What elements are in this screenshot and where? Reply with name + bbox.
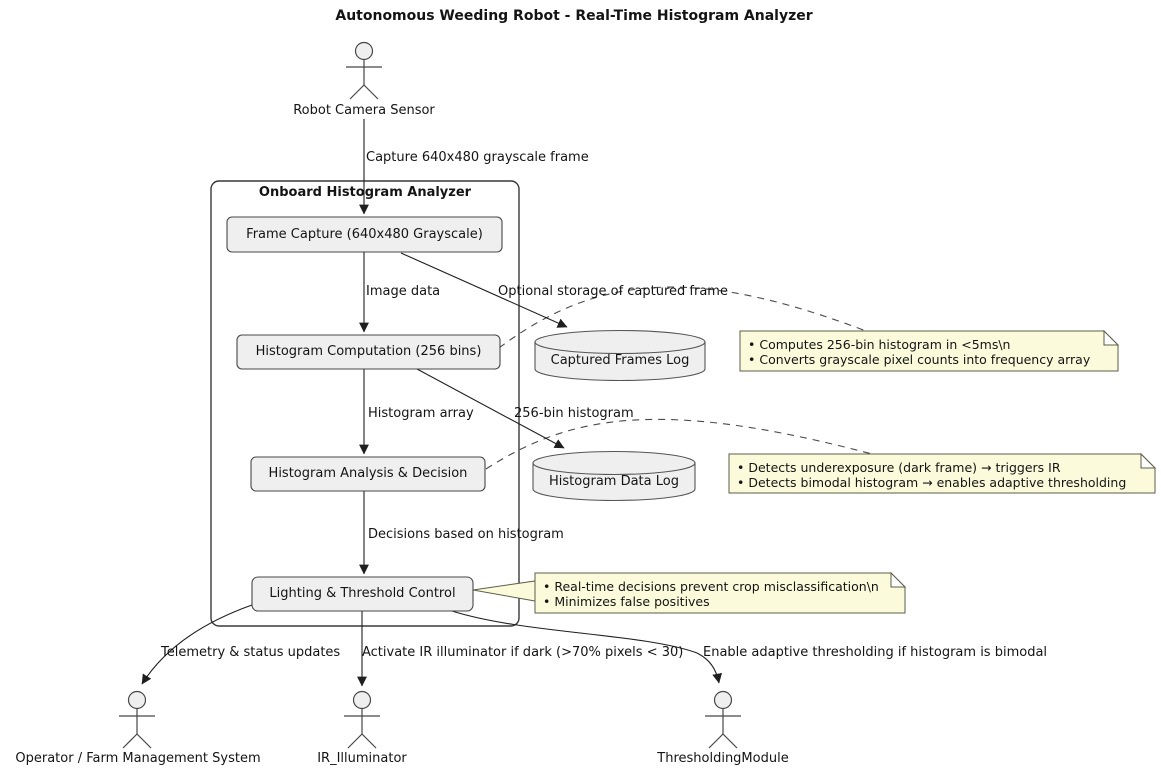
note-fold-icon xyxy=(1140,452,1157,469)
note-analysis xyxy=(728,452,1157,494)
edge-histogram-array-label: Histogram array xyxy=(368,406,474,421)
edge-capture-frame-label: Capture 640x480 grayscale frame xyxy=(366,150,589,165)
node-histogram-computation xyxy=(236,334,501,370)
package-title: Onboard Histogram Analyzer xyxy=(258,185,472,200)
actor-ir-illuminator-icon xyxy=(344,690,380,749)
edge-optional-storage-label: Optional storage of captured frame xyxy=(498,284,728,299)
note-analysis-line-2: • Detects bimodal histogram → enables ad… xyxy=(737,475,1127,490)
actor-operator-label: Operator / Farm Management System xyxy=(15,751,261,766)
edge-optional-storage xyxy=(400,252,568,328)
actor-thresholding-label: ThresholdingModule xyxy=(657,751,789,766)
node-histogram-analysis xyxy=(250,456,486,492)
edge-256-bin-histogram xyxy=(416,368,565,449)
actor-thresholding-module-icon xyxy=(705,690,741,749)
actor-ir-illuminator-label: IR_Illuminator xyxy=(317,751,407,766)
diagram-title: Autonomous Weeding Robot - Real-Time His… xyxy=(335,8,813,24)
note-computation xyxy=(739,329,1120,372)
node-lighting-control-label: Lighting & Threshold Control xyxy=(269,586,456,601)
edge-enable-thresholding-label: Enable adaptive thresholding if histogra… xyxy=(703,645,1048,660)
datastore-histogram-data-log xyxy=(532,450,696,502)
edge-telemetry xyxy=(141,604,253,685)
note-computation-line-1: • Computes 256-bin histogram in <5ms\n xyxy=(748,337,1011,352)
note-fold-icon xyxy=(890,571,907,588)
edge-256-bin-label: 256-bin histogram xyxy=(514,406,634,421)
note-computation-line-2: • Converts grayscale pixel counts into f… xyxy=(748,352,1091,367)
note-fold-icon xyxy=(1103,329,1120,346)
actor-camera-label: Robot Camera Sensor xyxy=(293,103,435,118)
note-anchor-computation xyxy=(498,286,867,349)
node-histogram-analysis-label: Histogram Analysis & Decision xyxy=(268,466,468,481)
edge-enable-thresholding xyxy=(451,610,723,684)
note-control-line-2: • Minimizes false positives xyxy=(543,594,710,609)
note-anchor-analysis xyxy=(485,418,873,470)
package-onboard-histogram-analyzer xyxy=(210,180,520,627)
edge-image-data-label: Image data xyxy=(366,284,441,299)
note-control-line-1: • Real-time decisions prevent crop miscl… xyxy=(543,579,879,594)
actor-operator-icon xyxy=(119,690,155,749)
edge-decisions-label: Decisions based on histogram xyxy=(368,527,564,542)
node-frame-capture xyxy=(226,216,503,253)
node-frame-capture-label: Frame Capture (640x480 Grayscale) xyxy=(246,227,483,242)
datastore-captured-frames-label: Captured Frames Log xyxy=(550,353,690,368)
datastore-captured-frames-log xyxy=(534,329,706,382)
node-lighting-control xyxy=(251,576,474,612)
note-control xyxy=(472,571,907,614)
note-analysis-line-1: • Detects underexposure (dark frame) → t… xyxy=(737,460,1061,475)
edge-activate-ir-label: Activate IR illuminator if dark (>70% pi… xyxy=(362,645,684,660)
actor-robot-camera-sensor-icon xyxy=(346,41,382,100)
edge-telemetry-label: Telemetry & status updates xyxy=(161,645,341,660)
node-histogram-computation-label: Histogram Computation (256 bins) xyxy=(255,344,482,359)
datastore-histogram-data-label: Histogram Data Log xyxy=(549,474,679,489)
